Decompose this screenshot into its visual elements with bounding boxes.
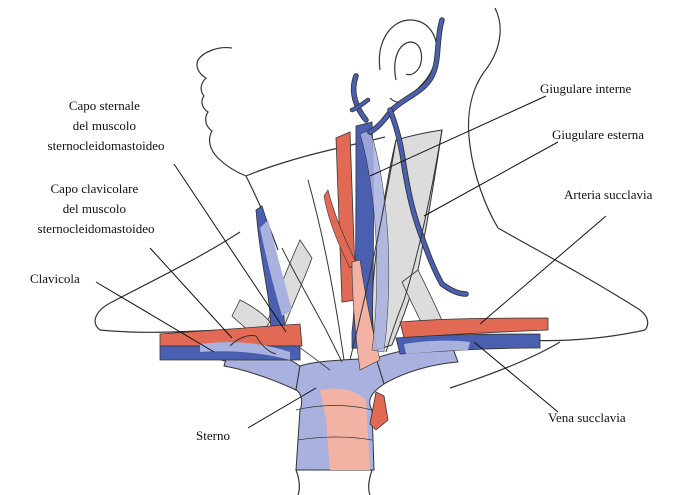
left-side-vessels [160, 206, 330, 370]
clavicle-sternum-bones [224, 346, 458, 470]
label-giugulare-interne: Giugulare interne [540, 81, 632, 96]
right-side-vessels [396, 318, 548, 354]
label-capo-clavicolare: Capo clavicolare del muscolo sternocleid… [38, 181, 155, 236]
ear-icon [379, 20, 436, 102]
label-clavicola: Clavicola [30, 271, 80, 286]
label-capo-sternale: Capo sternale del muscolo sternocleidoma… [48, 98, 165, 153]
label-giugulare-esterna: Giugulare esterna [552, 127, 644, 142]
label-arteria-succlavia: Arteria succlavia [564, 187, 653, 202]
label-sterno: Sterno [196, 428, 230, 443]
label-vena-succlavia: Vena succlavia [548, 410, 626, 425]
